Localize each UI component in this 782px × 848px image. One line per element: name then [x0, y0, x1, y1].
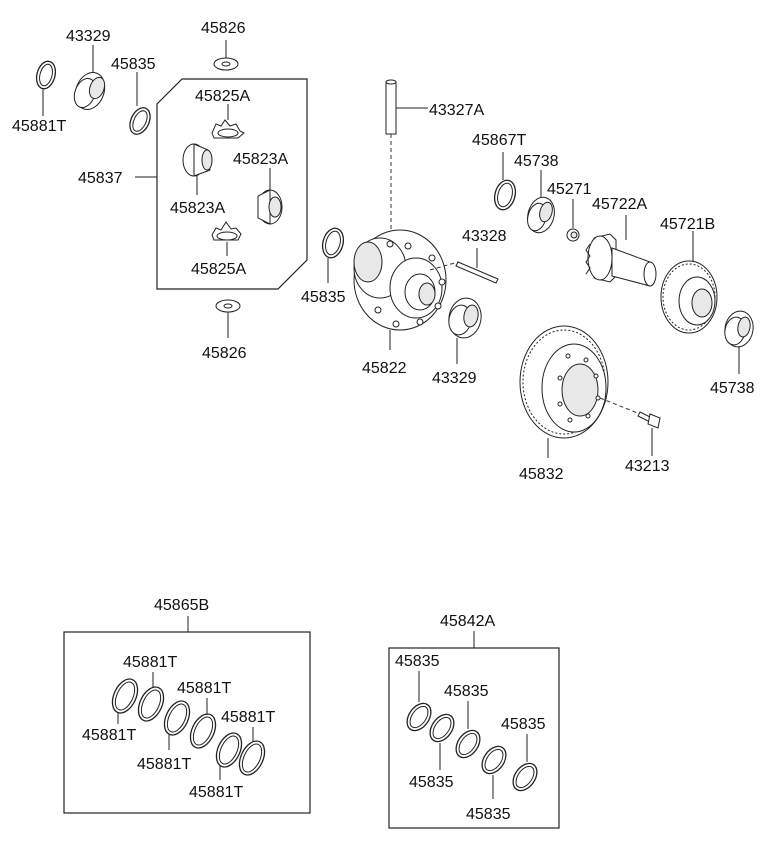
- kit1-label-4: 45881T: [82, 727, 136, 744]
- kit1-ring-4[interactable]: [185, 710, 220, 752]
- label-43213: 43213: [625, 458, 670, 475]
- kit2-ring-3[interactable]: [451, 726, 485, 762]
- kit2-ring-2[interactable]: [425, 710, 459, 746]
- label-45865b: 45865B: [154, 597, 209, 614]
- label-45842a: 45842A: [440, 613, 495, 630]
- label-45823a-right: 45823A: [233, 151, 288, 168]
- label-45881t-top: 45881T: [12, 118, 66, 135]
- kit1-label-3: 45881T: [221, 709, 275, 726]
- label-43327a: 43327A: [429, 102, 484, 119]
- kit2-label-1: 45835: [395, 653, 440, 670]
- kit2-label-3: 45835: [501, 716, 546, 733]
- label-45826-top: 45826: [201, 20, 246, 37]
- washer-45826-top[interactable]: [213, 57, 239, 71]
- ring-45835-mid[interactable]: [319, 226, 346, 260]
- label-43329-mid: 43329: [432, 370, 477, 387]
- label-45823a-left: 45823A: [170, 200, 225, 217]
- label-45825a-bottom: 45825A: [191, 261, 246, 278]
- bolt-43213[interactable]: [637, 411, 661, 429]
- kit2-ring-4[interactable]: [477, 742, 511, 778]
- differential-case-45822[interactable]: [353, 229, 447, 331]
- label-45738-top: 45738: [514, 153, 559, 170]
- kit2-ring-1[interactable]: [402, 699, 436, 735]
- drive-pinion-45722a[interactable]: [585, 233, 657, 287]
- label-45825a-top: 45825A: [195, 88, 250, 105]
- label-45832: 45832: [519, 466, 564, 483]
- washer-45826-bottom[interactable]: [215, 299, 241, 313]
- ring-45881t-top[interactable]: [34, 59, 59, 91]
- bearing-45738-right[interactable]: [722, 309, 756, 349]
- ring-45867t[interactable]: [491, 178, 518, 212]
- kit1-ring-5[interactable]: [211, 729, 246, 771]
- kit1-label-1: 45881T: [123, 654, 177, 671]
- bearing-43329-top[interactable]: [70, 68, 109, 113]
- pinion-shaft-43327a[interactable]: [385, 79, 397, 135]
- label-45835-top: 45835: [111, 56, 156, 73]
- side-gear-45823a-right[interactable]: [257, 189, 283, 225]
- kit1-ring-6[interactable]: [234, 737, 269, 779]
- bearing-43329-mid[interactable]: [446, 296, 484, 341]
- kit2-label-2: 45835: [444, 683, 489, 700]
- label-43328: 43328: [462, 228, 507, 245]
- axis-43213: [599, 397, 641, 415]
- label-45271: 45271: [547, 181, 592, 198]
- kit2-ring-5[interactable]: [508, 759, 542, 795]
- kit2-label-4: 45835: [409, 774, 454, 791]
- label-45822: 45822: [362, 360, 407, 377]
- label-45826-bottom: 45826: [202, 345, 247, 362]
- gear-set-outline-45837: [156, 78, 308, 290]
- lock-pin-43328[interactable]: [455, 261, 499, 284]
- label-45721b: 45721B: [660, 216, 715, 233]
- kit2-label-5: 45835: [466, 806, 511, 823]
- ring-gear-45832[interactable]: [519, 325, 609, 439]
- label-45867t: 45867T: [472, 132, 526, 149]
- kit-box-45842a: [388, 647, 560, 829]
- kit-box-45865b: [63, 631, 311, 814]
- kit1-ring-2[interactable]: [133, 683, 168, 725]
- kit1-ring-3[interactable]: [159, 697, 194, 739]
- label-45738-right: 45738: [710, 380, 755, 397]
- retainer-45271[interactable]: [566, 228, 580, 242]
- pinion-gear-45825a-top[interactable]: [211, 119, 245, 139]
- driven-gear-45721b[interactable]: [660, 260, 718, 334]
- kit1-label-2: 45881T: [177, 680, 231, 697]
- kit1-label-6: 45881T: [189, 784, 243, 801]
- side-gear-45823a-left[interactable]: [182, 143, 213, 177]
- bearing-45738-top[interactable]: [524, 194, 558, 236]
- label-45835-mid: 45835: [301, 289, 346, 306]
- axis-43328: [429, 261, 459, 271]
- label-45837: 45837: [78, 170, 123, 187]
- ring-45835-top[interactable]: [126, 105, 154, 138]
- kit1-label-5: 45881T: [137, 756, 191, 773]
- kit1-ring-1[interactable]: [107, 675, 142, 717]
- pinion-gear-45825a-bottom[interactable]: [211, 221, 242, 241]
- label-45722a: 45722A: [592, 196, 647, 213]
- label-43329-top: 43329: [66, 28, 111, 45]
